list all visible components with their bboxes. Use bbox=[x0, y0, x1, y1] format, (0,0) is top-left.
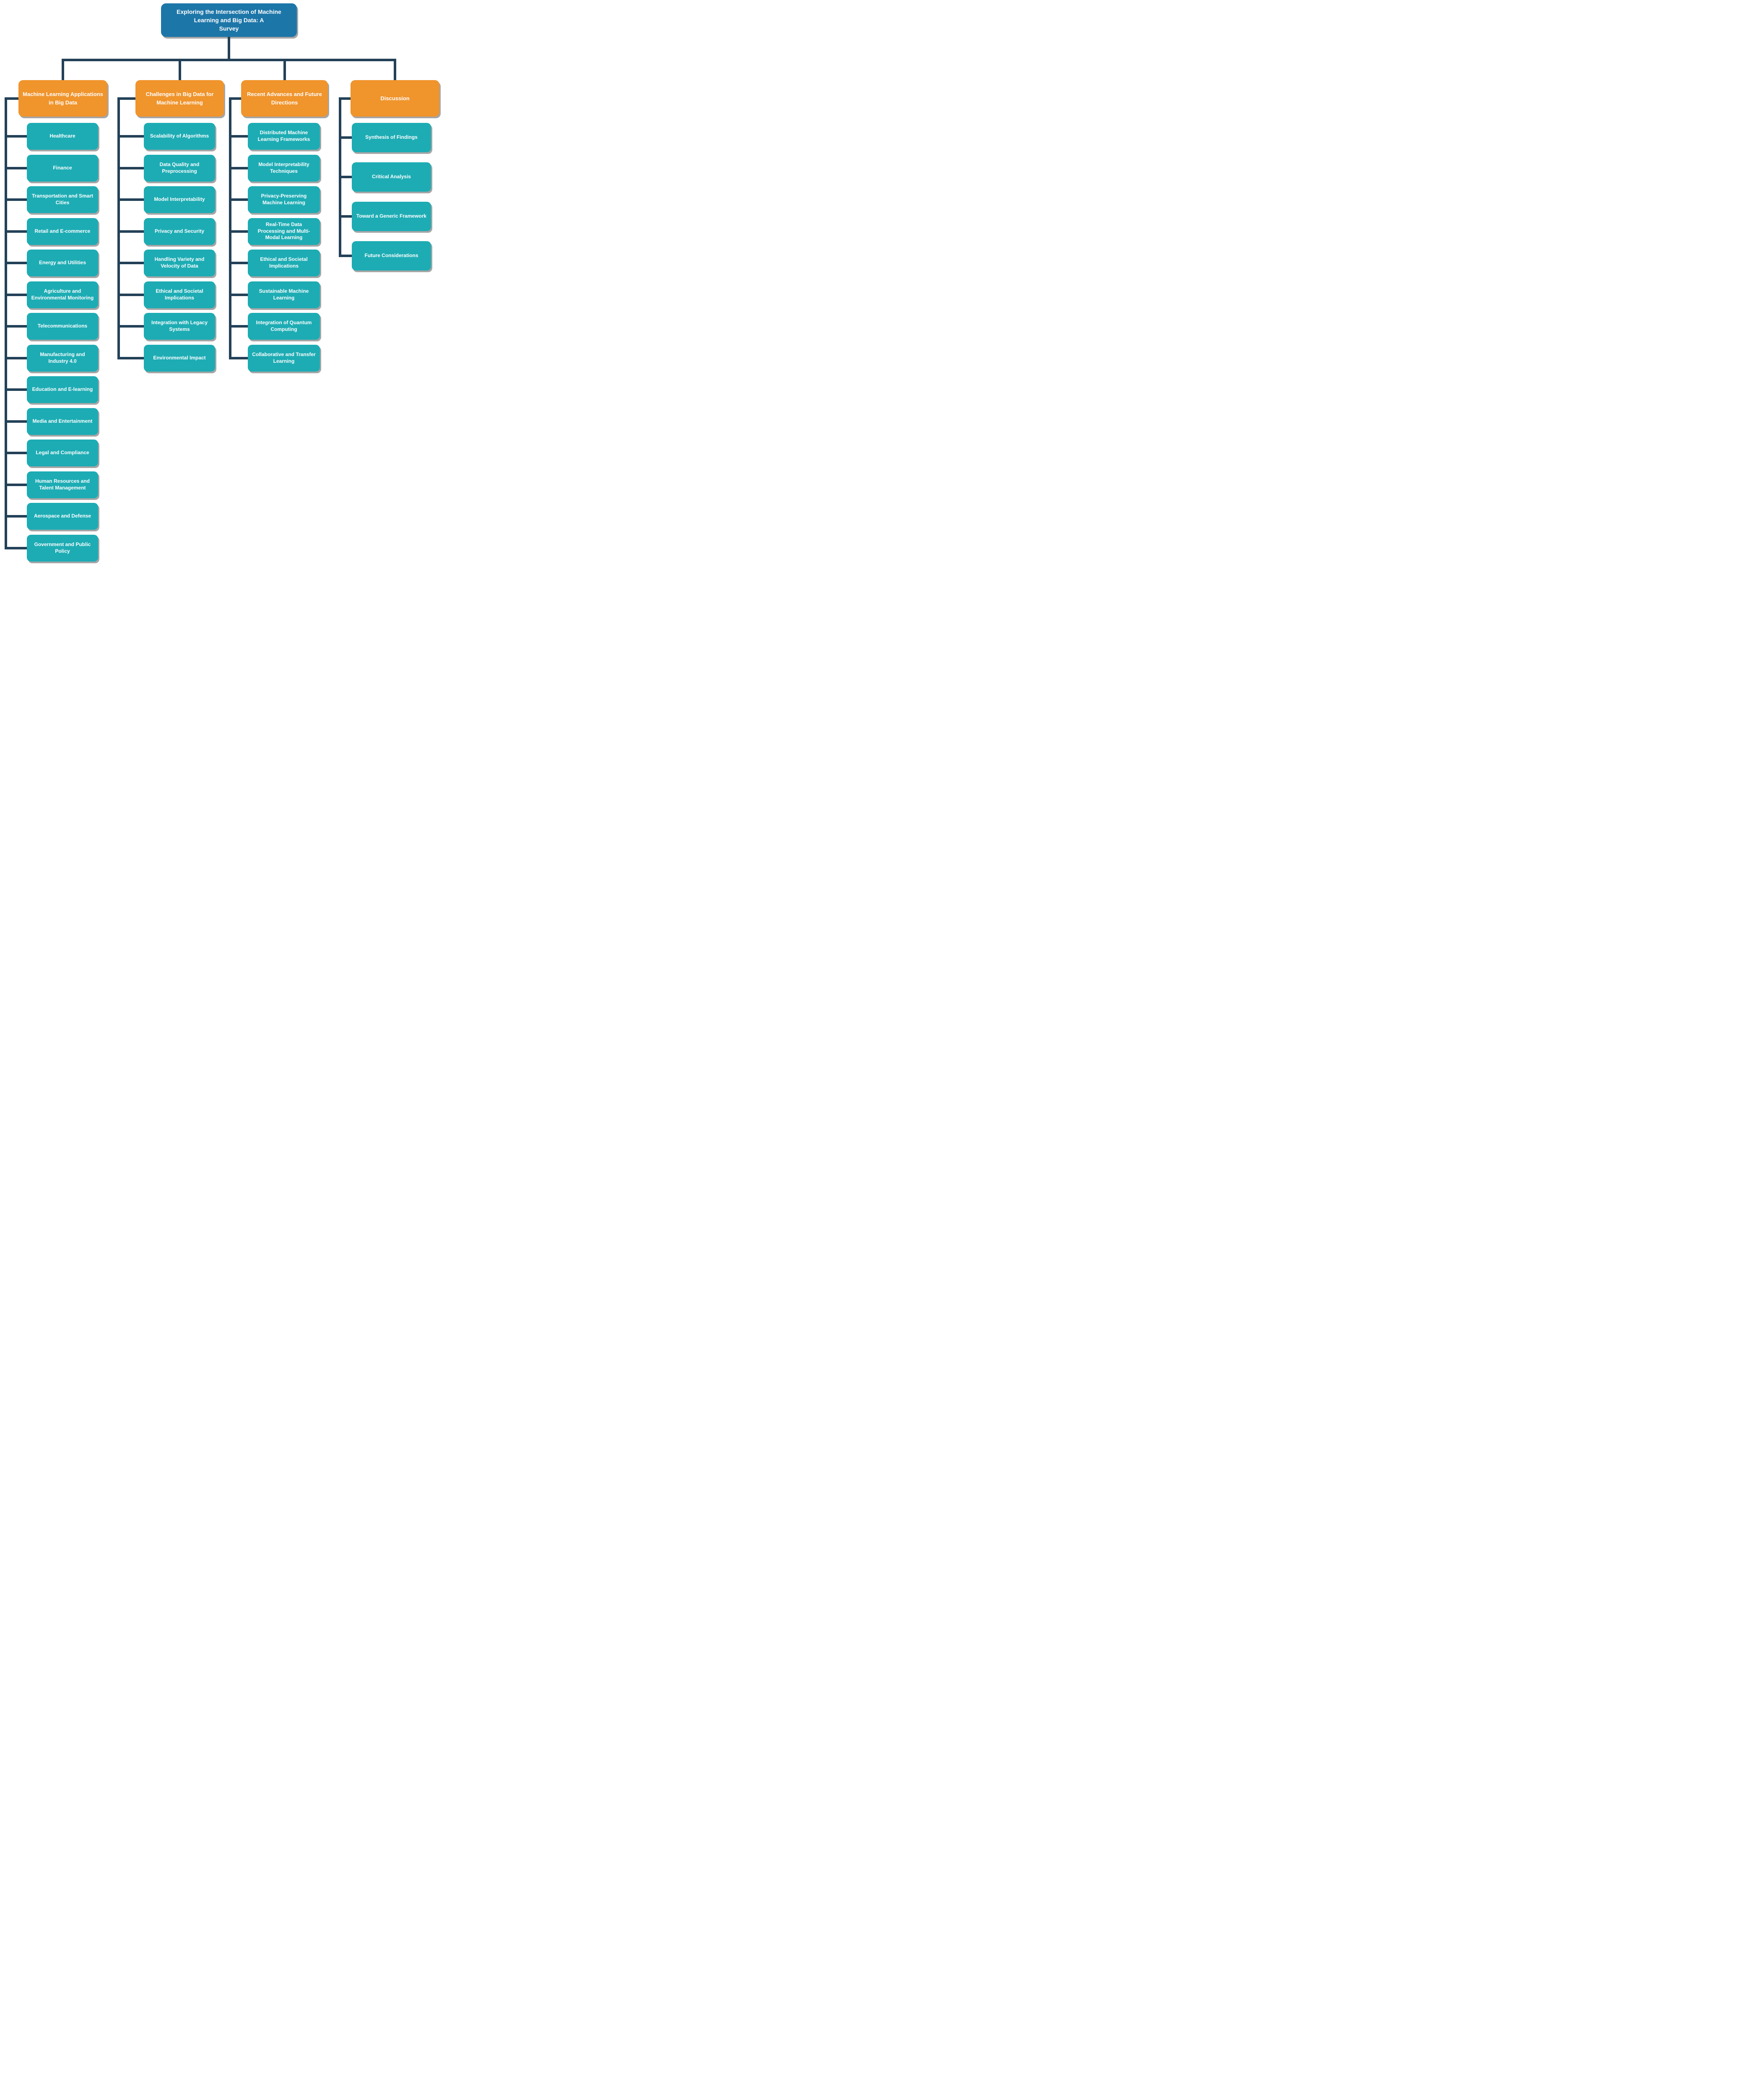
leaf-node: Government and Public Policy bbox=[5, 534, 98, 562]
leaf-node: Media and Entertainment bbox=[5, 408, 98, 435]
leaf-label: Media and Entertainment bbox=[32, 418, 93, 424]
leaf-node: Critical Analysis bbox=[339, 162, 431, 192]
leaf-node: Environmental Impact bbox=[117, 344, 215, 372]
leaf-label: Integration of Quantum Computing bbox=[256, 320, 312, 332]
leaf-node: Agriculture and Environmental Monitoring bbox=[5, 281, 98, 308]
leaf-label: Privacy and Security bbox=[154, 228, 205, 234]
leaf-node: Privacy-Preserving Machine Learning bbox=[229, 186, 320, 213]
leaf-node: Healthcare bbox=[5, 123, 98, 150]
branch-header-discussion: Discussion bbox=[339, 80, 439, 117]
connector-title-drop bbox=[228, 37, 230, 61]
leaf-node: Handling Variety and Velocity of Data bbox=[117, 250, 215, 276]
leaf-label: Human Resources and Talent Management bbox=[35, 478, 90, 491]
connector-root-horizontal bbox=[62, 59, 396, 61]
leaf-node: Manufacturing and Industry 4.0 bbox=[5, 344, 98, 372]
leaf-label: Distributed Machine Learning Frameworks bbox=[257, 130, 310, 142]
leaf-node: Transportation and Smart Cities bbox=[5, 186, 98, 213]
connector-spine-1 bbox=[5, 97, 7, 549]
leaf-label: Scalability of Algorithms bbox=[150, 133, 209, 139]
leaf-node: Toward a Generic Framework bbox=[339, 202, 431, 231]
leaf-label: Retail and E-commerce bbox=[34, 228, 91, 234]
leaf-label: Real-Time Data Processing and Multi-Moda… bbox=[257, 221, 310, 241]
branch-header-challenges: Challenges in Big Data for Machine Learn… bbox=[117, 80, 224, 117]
leaf-label: Energy and Utilities bbox=[39, 260, 86, 266]
leaf-label: Model Interpretability bbox=[154, 196, 205, 203]
connector-branch-drop-2 bbox=[179, 59, 181, 80]
leaf-node: Finance bbox=[5, 154, 98, 182]
leaf-node: Future Considerations bbox=[339, 241, 431, 271]
leaf-label: Environmental Impact bbox=[153, 354, 206, 361]
leaf-label: Synthesis of Findings bbox=[365, 134, 418, 140]
leaf-label: Education and E-learning bbox=[32, 386, 93, 393]
branch-header-advances: Recent Advances and Future Directions bbox=[229, 80, 328, 117]
leaf-label: Data Quality and Preprocessing bbox=[159, 161, 200, 174]
leaf-node: Model Interpretability Techniques bbox=[229, 154, 320, 182]
leaf-label: Integration with Legacy Systems bbox=[151, 320, 208, 332]
leaf-node: Synthesis of Findings bbox=[339, 123, 431, 152]
leaf-label: Handling Variety and Velocity of Data bbox=[154, 256, 205, 269]
leaf-node: Scalability of Algorithms bbox=[117, 123, 215, 150]
leaf-node: Data Quality and Preprocessing bbox=[117, 154, 215, 182]
leaf-node: Model Interpretability bbox=[117, 186, 215, 213]
leaf-label: Model Interpretability Techniques bbox=[258, 161, 309, 174]
leaf-label: Future Considerations bbox=[364, 252, 418, 259]
leaf-node: Aerospace and Defense bbox=[5, 503, 98, 530]
leaf-label: Sustainable Machine Learning bbox=[259, 288, 309, 301]
leaf-node: Distributed Machine Learning Frameworks bbox=[229, 123, 320, 150]
leaf-node: Legal and Compliance bbox=[5, 440, 98, 466]
leaf-node: Integration with Legacy Systems bbox=[117, 313, 215, 340]
leaf-node: Privacy and Security bbox=[117, 218, 215, 245]
root-node: Exploring the Intersection of Machine Le… bbox=[161, 3, 297, 37]
leaf-node: Retail and E-commerce bbox=[5, 218, 98, 245]
leaf-label: Ethical and Societal Implications bbox=[260, 256, 308, 269]
leaf-label: Transportation and Smart Cities bbox=[31, 193, 94, 206]
leaf-label: Finance bbox=[53, 164, 72, 171]
leaf-node: Real-Time Data Processing and Multi-Moda… bbox=[229, 218, 320, 245]
leaf-label: Ethical and Societal Implications bbox=[156, 288, 203, 301]
leaf-label: Government and Public Policy bbox=[34, 541, 91, 554]
org-chart: Exploring the Intersection of Machine Le… bbox=[0, 0, 441, 566]
connector-branch-drop-3 bbox=[283, 59, 286, 80]
leaf-label: Manufacturing and Industry 4.0 bbox=[40, 351, 85, 364]
leaf-node: Ethical and Societal Implications bbox=[229, 250, 320, 276]
connector-branch-drop-4 bbox=[394, 59, 396, 80]
leaf-node: Ethical and Societal Implications bbox=[117, 281, 215, 308]
leaf-node: Sustainable Machine Learning bbox=[229, 281, 320, 308]
leaf-label: Privacy-Preserving Machine Learning bbox=[261, 193, 307, 206]
connector-branch-drop-1 bbox=[62, 59, 64, 80]
leaf-label: Agriculture and Environmental Monitoring bbox=[31, 288, 94, 301]
connector-spine-3 bbox=[229, 97, 231, 359]
leaf-label: Critical Analysis bbox=[372, 174, 411, 180]
leaf-node: Human Resources and Talent Management bbox=[5, 471, 98, 498]
leaf-node: Education and E-learning bbox=[5, 376, 98, 403]
leaf-node: Collaborative and Transfer Learning bbox=[229, 344, 320, 372]
leaf-label: Legal and Compliance bbox=[36, 450, 89, 456]
connector-spine-2 bbox=[117, 97, 120, 359]
leaf-label: Healthcare bbox=[49, 133, 75, 139]
branch-header-applications: Machine Learning Applications in Big Dat… bbox=[5, 80, 107, 117]
leaf-node: Energy and Utilities bbox=[5, 250, 98, 276]
leaf-label: Collaborative and Transfer Learning bbox=[252, 351, 316, 364]
leaf-node: Telecommunications bbox=[5, 313, 98, 340]
leaf-label: Aerospace and Defense bbox=[34, 513, 91, 519]
leaf-label: Telecommunications bbox=[37, 323, 88, 329]
leaf-node: Integration of Quantum Computing bbox=[229, 313, 320, 340]
leaf-label: Toward a Generic Framework bbox=[356, 213, 427, 219]
